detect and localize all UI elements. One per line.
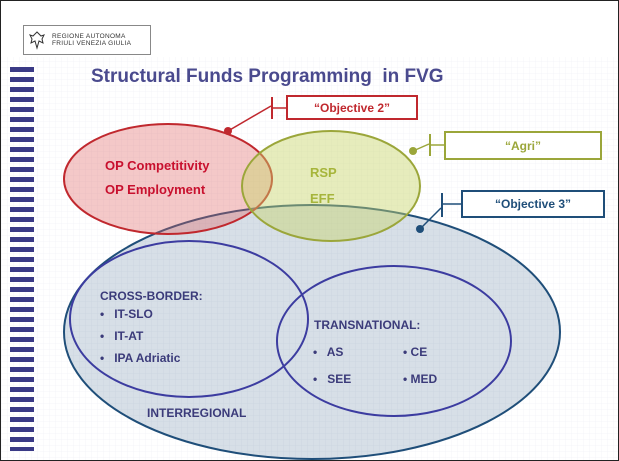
- objective2-tag: “Objective 2”: [286, 95, 418, 120]
- cross-border-item: • IT-AT: [100, 329, 144, 343]
- stripe-bar: [10, 87, 34, 92]
- stripe-bar: [10, 447, 34, 451]
- stripe-bar: [10, 197, 34, 202]
- stripe-bar: [10, 437, 34, 442]
- stripe-bar: [10, 227, 34, 232]
- agri-dot: [409, 147, 417, 155]
- cross-border-ellipse: [69, 240, 309, 398]
- left-stripe-bar: [10, 67, 34, 451]
- stripe-bar: [10, 77, 34, 82]
- transnational-item: • SEE: [313, 372, 352, 386]
- objective3-connector: [419, 207, 442, 230]
- stripe-bar: [10, 217, 34, 222]
- stripe-bar: [10, 137, 34, 142]
- stripe-bar: [10, 297, 34, 302]
- stripe-bar: [10, 127, 34, 132]
- stripe-bar: [10, 117, 34, 122]
- stripe-bar: [10, 357, 34, 362]
- cross-border-heading: CROSS-BORDER:: [100, 289, 203, 303]
- eff-label: EFF: [310, 191, 335, 206]
- stripe-bar: [10, 307, 34, 312]
- objective3-tag: “Objective 3”: [461, 190, 605, 218]
- objective3-ellipse: [63, 204, 561, 460]
- stripe-bar: [10, 177, 34, 182]
- cross-border-item: • IPA Adriatic: [100, 351, 181, 365]
- stripe-bar: [10, 347, 34, 352]
- agri-ellipse: [241, 130, 421, 242]
- stripe-bar: [10, 327, 34, 332]
- agri-tag: “Agri”: [444, 131, 602, 160]
- stripe-bar: [10, 107, 34, 112]
- stripe-bar: [10, 157, 34, 162]
- transnational-heading: TRANSNATIONAL:: [314, 318, 421, 332]
- stripe-bar: [10, 167, 34, 172]
- slide-title: Structural Funds Programming in FVG: [91, 66, 444, 87]
- objective2-ellipse: [63, 123, 273, 235]
- stripe-bar: [10, 387, 34, 392]
- objective2-connector: [227, 105, 272, 132]
- rsp-label: RSP: [310, 165, 337, 180]
- stripe-bar: [10, 287, 34, 292]
- cross-border-item: • IT-SLO: [100, 307, 153, 321]
- stripe-bar: [10, 67, 34, 72]
- stripe-bar: [10, 207, 34, 212]
- stripe-bar: [10, 417, 34, 422]
- objective2-dot: [224, 127, 232, 135]
- transnational-item: • AS: [313, 345, 344, 359]
- stripe-bar: [10, 277, 34, 282]
- transnational-item: • CE: [403, 345, 428, 359]
- stripe-bar: [10, 267, 34, 272]
- stripe-bar: [10, 407, 34, 412]
- eagle-emblem-icon: [29, 31, 45, 50]
- stripe-bar: [10, 317, 34, 322]
- stripe-bar: [10, 367, 34, 372]
- region-logo: REGIONE AUTONOMA FRIULI VENEZIA GIULIA: [23, 25, 151, 55]
- stripe-bar: [10, 237, 34, 242]
- logo-line-2: FRIULI VENEZIA GIULIA: [52, 40, 132, 47]
- stripe-bar: [10, 147, 34, 152]
- op-employment-label: OP Employment: [105, 182, 206, 197]
- stripe-bar: [10, 397, 34, 402]
- op-competitivity-label: OP Competitivity: [105, 158, 210, 173]
- logo-line-1: REGIONE AUTONOMA: [52, 32, 126, 40]
- transnational-ellipse: [276, 265, 512, 417]
- stripe-bar: [10, 247, 34, 252]
- stripe-bar: [10, 377, 34, 382]
- objective3-dot: [416, 225, 424, 233]
- stripe-bar: [10, 427, 34, 432]
- interregional-label: INTERREGIONAL: [147, 406, 247, 420]
- stripe-bar: [10, 337, 34, 342]
- stripe-bar: [10, 257, 34, 262]
- transnational-item: • MED: [403, 372, 438, 386]
- stripe-bar: [10, 187, 34, 192]
- stripe-bar: [10, 97, 34, 102]
